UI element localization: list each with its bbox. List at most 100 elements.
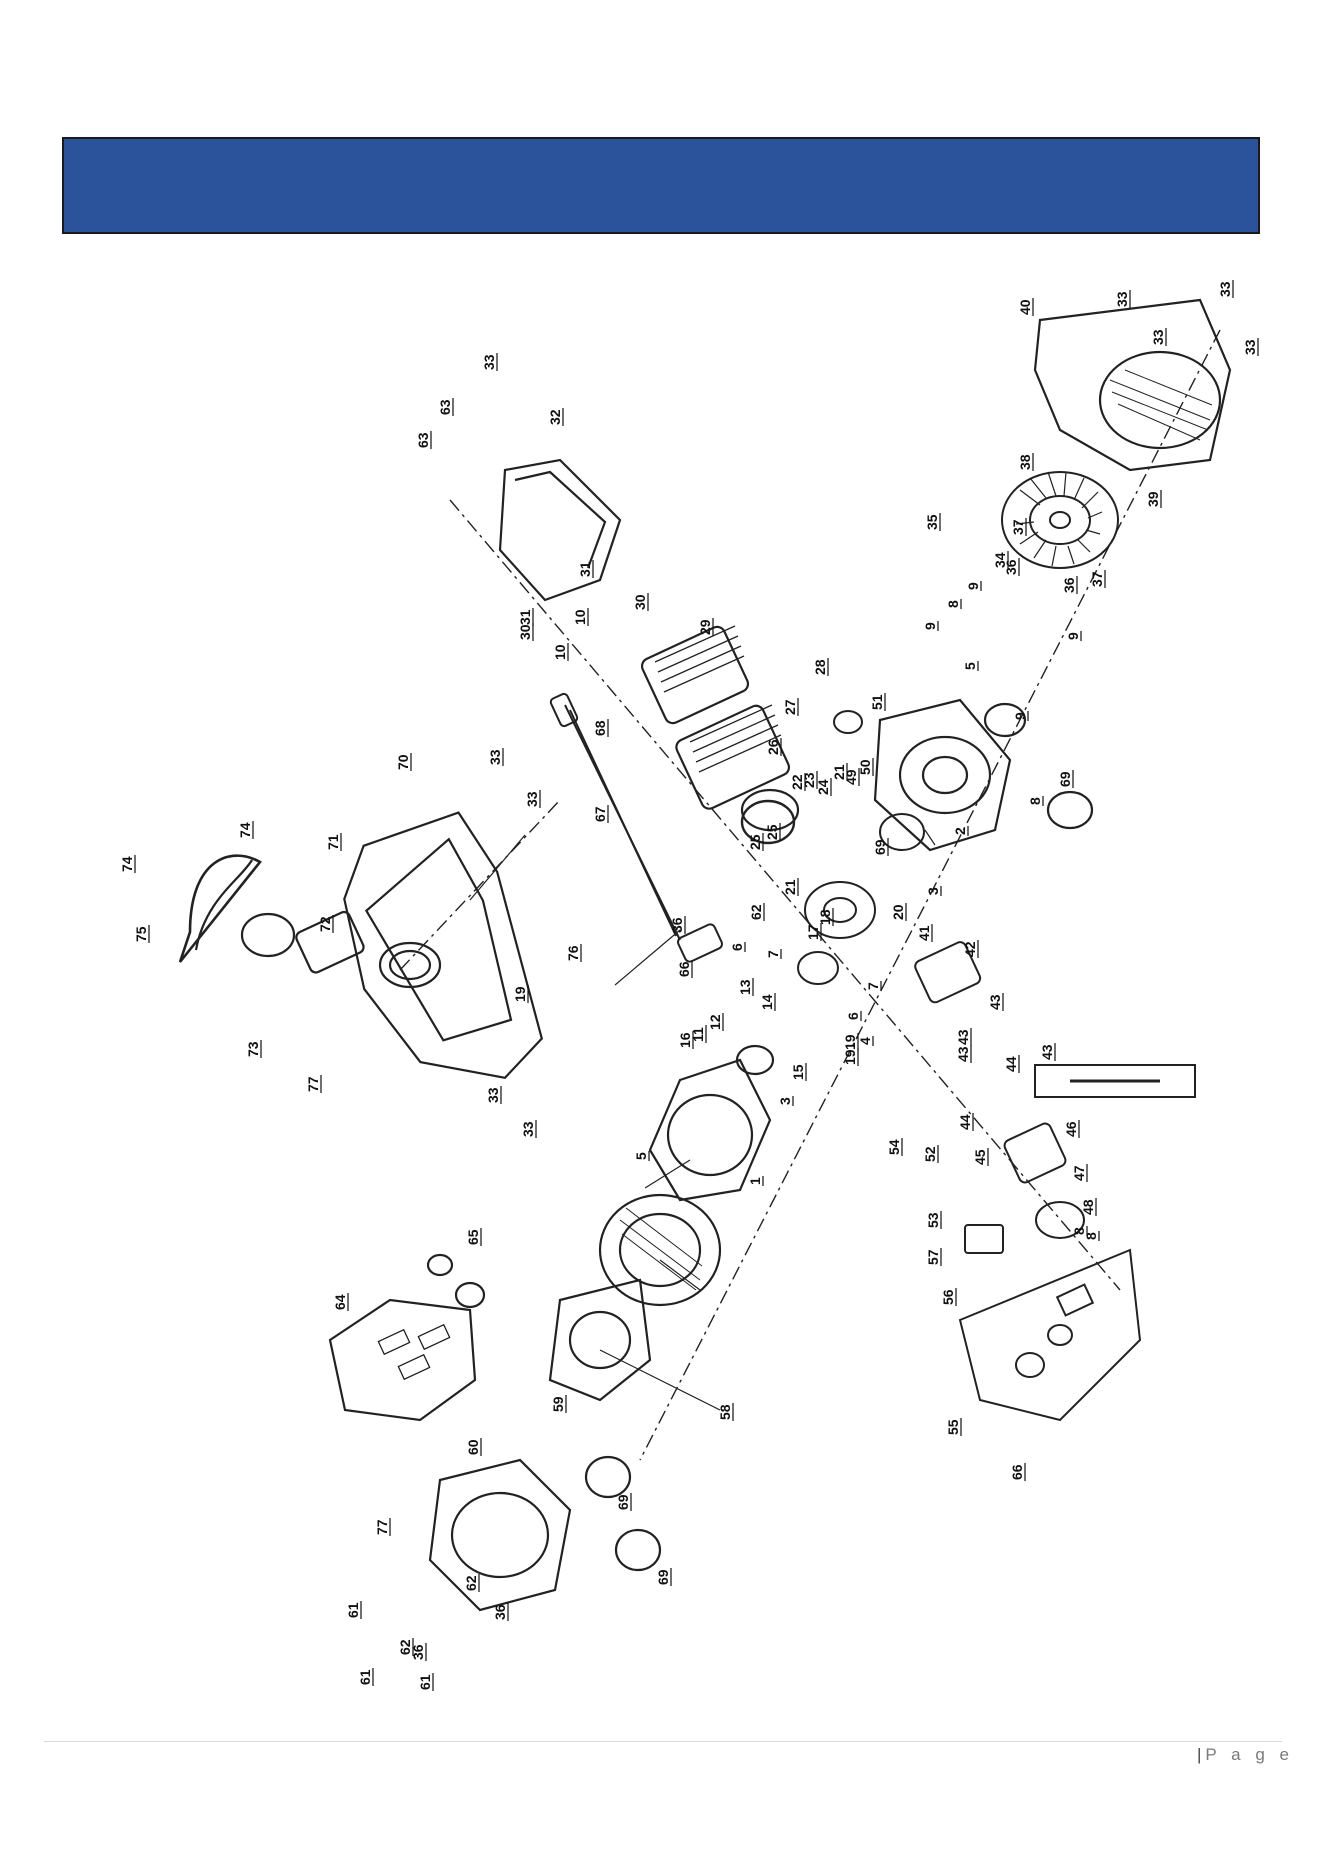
muffler bbox=[328, 1253, 486, 1422]
callout-number: 46 bbox=[1063, 1121, 1079, 1137]
callout-22: 22 bbox=[789, 773, 806, 791]
callout-number: 33 bbox=[487, 749, 503, 765]
callout-number: 68 bbox=[592, 720, 608, 736]
callout-9: 9 bbox=[922, 621, 939, 631]
callout-32: 32 bbox=[547, 408, 564, 426]
callout-72: 72 bbox=[317, 915, 334, 933]
callout-33: 33 bbox=[1150, 328, 1167, 346]
callout-number: 75 bbox=[133, 926, 149, 942]
callout-41: 41 bbox=[916, 924, 933, 942]
callout-37: 37 bbox=[1010, 518, 1027, 536]
callout-number: 19 bbox=[512, 986, 528, 1002]
callout-number: 36 bbox=[1003, 559, 1019, 575]
callout-38: 38 bbox=[1017, 453, 1034, 471]
callout-6: 6 bbox=[729, 942, 746, 952]
callout-number: 27 bbox=[782, 699, 798, 715]
callout-69: 69 bbox=[1057, 770, 1074, 788]
callout-number: 5 bbox=[962, 662, 978, 670]
callout-number: 35 bbox=[924, 514, 940, 530]
explode-axis-lines bbox=[399, 329, 1221, 1461]
callout-71: 71 bbox=[325, 833, 342, 851]
callout-number: 30 bbox=[517, 624, 533, 640]
callout-number: 45 bbox=[972, 1149, 988, 1165]
callout-46: 46 bbox=[1063, 1120, 1080, 1138]
callout-43: 43 bbox=[955, 1045, 972, 1063]
callout-number: 56 bbox=[940, 1289, 956, 1305]
callout-number: 9 bbox=[922, 622, 938, 630]
footer-separator: | bbox=[1197, 1745, 1202, 1764]
callout-number: 50 bbox=[857, 759, 873, 775]
callout-44: 44 bbox=[1003, 1055, 1020, 1073]
callout-number: 58 bbox=[717, 1404, 733, 1420]
fuel-tank bbox=[178, 811, 544, 1080]
callout-number: 5 bbox=[633, 1152, 649, 1160]
callout-61: 61 bbox=[345, 1601, 362, 1619]
flywheel-fan bbox=[1001, 471, 1119, 569]
callout-4: 4 bbox=[857, 1036, 874, 1046]
callout-12: 12 bbox=[707, 1013, 724, 1031]
callout-number: 65 bbox=[465, 1229, 481, 1245]
callout-43: 43 bbox=[987, 993, 1004, 1011]
callout-69: 69 bbox=[872, 838, 889, 856]
callout-labels: 1233455667788889999101011121314151617181… bbox=[119, 280, 1259, 1691]
callout-number: 36 bbox=[492, 1604, 508, 1620]
callout-8: 8 bbox=[1071, 1226, 1088, 1236]
callout-60: 60 bbox=[465, 1438, 482, 1456]
callout-54: 54 bbox=[886, 1138, 903, 1156]
callout-57: 57 bbox=[925, 1248, 942, 1266]
ignition-lead bbox=[549, 692, 723, 963]
callout-64: 64 bbox=[332, 1293, 349, 1311]
callout-75: 75 bbox=[133, 925, 150, 943]
callout-number: 10 bbox=[552, 644, 568, 660]
callout-33: 33 bbox=[524, 790, 541, 808]
callout-50: 50 bbox=[857, 758, 874, 776]
callout-number: 32 bbox=[547, 409, 563, 425]
callout-number: 9 bbox=[1065, 632, 1081, 640]
callout-70: 70 bbox=[395, 753, 412, 771]
callout-62: 62 bbox=[463, 1574, 480, 1592]
callout-61: 61 bbox=[357, 1668, 374, 1686]
callout-26: 26 bbox=[765, 738, 782, 756]
callout-number: 7 bbox=[765, 950, 781, 958]
callout-33: 33 bbox=[487, 748, 504, 766]
callout-number: 30 bbox=[632, 594, 648, 610]
callout-2: 2 bbox=[952, 826, 969, 836]
callout-11: 11 bbox=[690, 1025, 707, 1043]
header-banner bbox=[62, 137, 1260, 234]
callout-number: 72 bbox=[317, 916, 333, 932]
callout-19: 19 bbox=[512, 985, 529, 1003]
callout-18: 18 bbox=[817, 908, 834, 926]
callout-36: 36 bbox=[492, 1603, 509, 1621]
callout-number: 33 bbox=[524, 791, 540, 807]
crankcase-left bbox=[648, 1044, 775, 1202]
callout-number: 33 bbox=[520, 1121, 536, 1137]
callout-40: 40 bbox=[1017, 298, 1034, 316]
callout-63: 63 bbox=[437, 398, 454, 416]
callout-48: 48 bbox=[1080, 1198, 1097, 1216]
callout-3: 3 bbox=[777, 1096, 794, 1106]
callout-number: 49 bbox=[843, 769, 859, 785]
callout-33: 33 bbox=[481, 353, 498, 371]
callout-number: 17 bbox=[805, 924, 821, 940]
callout-number: 21 bbox=[831, 764, 847, 780]
callout-number: 8 bbox=[1071, 1227, 1087, 1235]
callout-17: 17 bbox=[805, 923, 822, 941]
callout-74: 74 bbox=[237, 821, 254, 839]
callout-number: 8 bbox=[1027, 797, 1043, 805]
callout-number: 22 bbox=[789, 774, 805, 790]
callout-14: 14 bbox=[759, 993, 776, 1011]
callout-69: 69 bbox=[655, 1568, 672, 1586]
callout-number: 67 bbox=[592, 806, 608, 822]
callout-number: 37 bbox=[1010, 519, 1026, 535]
callout-number: 62 bbox=[463, 1575, 479, 1591]
callout-number: 71 bbox=[325, 834, 341, 850]
callout-number: 33 bbox=[1150, 329, 1166, 345]
callout-number: 33 bbox=[1217, 281, 1233, 297]
callout-number: 21 bbox=[782, 879, 798, 895]
callout-number: 25 bbox=[764, 824, 780, 840]
callout-65: 65 bbox=[465, 1228, 482, 1246]
callout-8: 8 bbox=[1027, 796, 1044, 806]
callout-number: 7 bbox=[865, 982, 881, 990]
callout-10: 10 bbox=[572, 608, 589, 626]
callout-61: 61 bbox=[417, 1673, 434, 1691]
